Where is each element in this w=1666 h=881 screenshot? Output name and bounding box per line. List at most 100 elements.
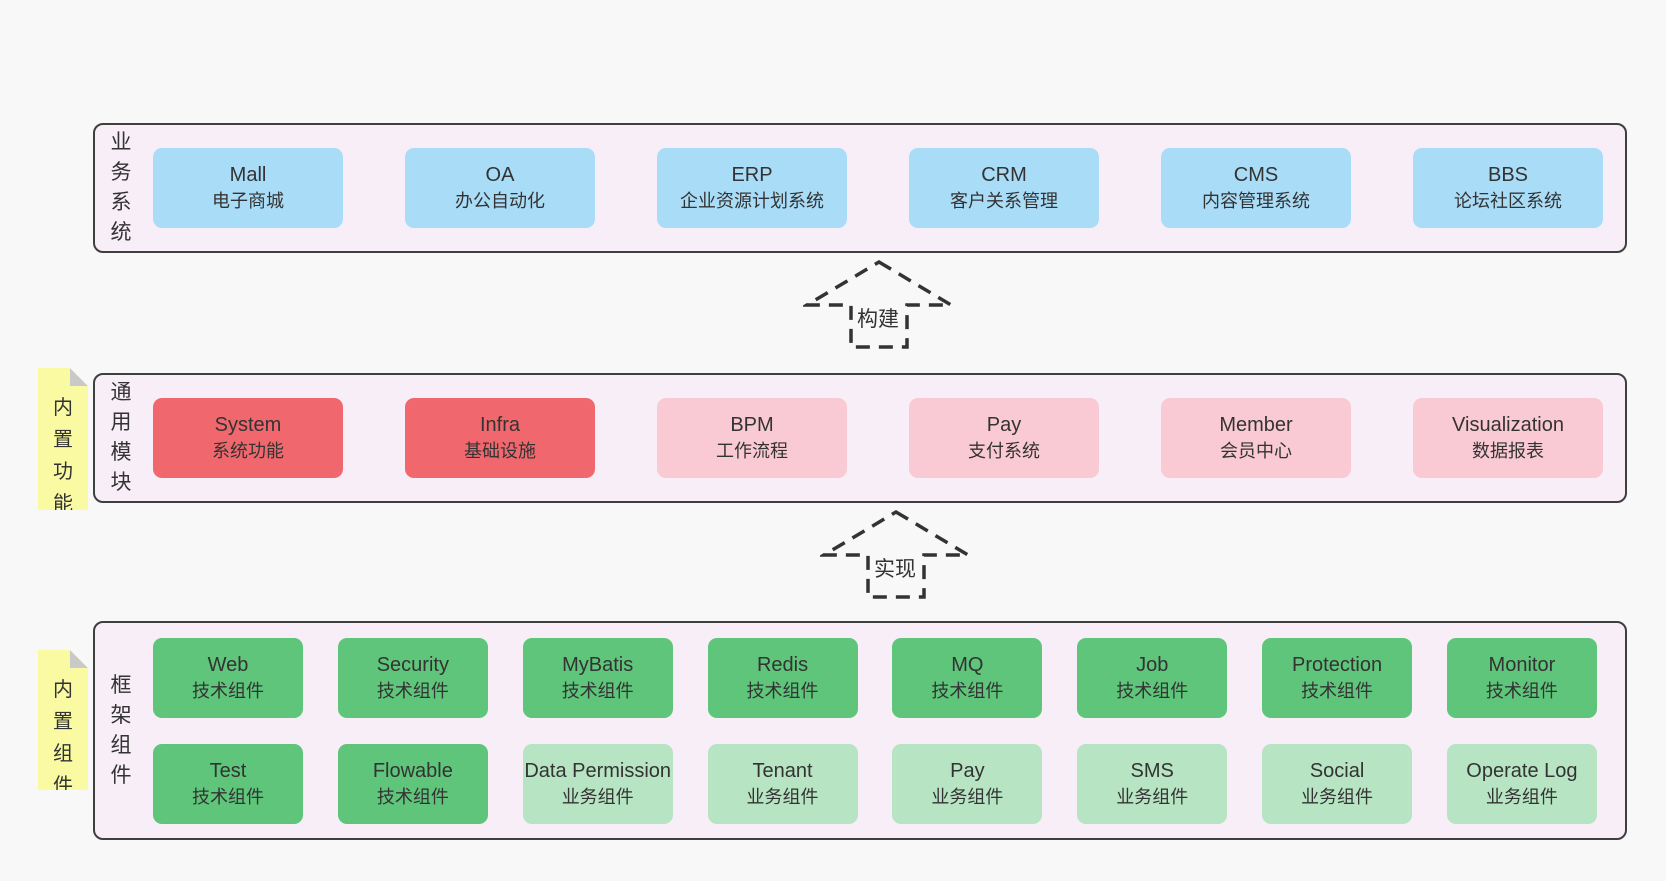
box-subtitle: 技术组件 bbox=[192, 680, 264, 701]
box-subtitle: 数据报表 bbox=[1472, 441, 1544, 461]
arrow-build: 构建 bbox=[803, 258, 953, 350]
sticky-label: 内置功能 bbox=[53, 397, 73, 515]
box-subtitle: 技术组件 bbox=[561, 680, 634, 701]
box-subtitle: 客户关系管理 bbox=[950, 191, 1058, 211]
modules-boxes-row: System 系统功能 Infra 基础设施 BPM 工作流程 Pay 支付系统… bbox=[95, 375, 1625, 501]
box-title: ERP bbox=[731, 164, 773, 186]
sticky-fold-corner-icon bbox=[70, 368, 88, 386]
box-subtitle: 电子商城 bbox=[212, 191, 284, 211]
box-title: OA bbox=[485, 164, 515, 186]
box-redis: Redis 技术组件 bbox=[707, 637, 858, 718]
box-erp: ERP 企业资源计划系统 bbox=[657, 148, 847, 228]
box-subtitle: 办公自动化 bbox=[455, 191, 545, 211]
box-subtitle: 支付系统 bbox=[968, 441, 1040, 461]
arrow-build-label: 构建 bbox=[853, 302, 903, 334]
box-title: BPM bbox=[730, 414, 774, 436]
box-protection: Protection 技术组件 bbox=[1262, 637, 1413, 718]
box-title: Job bbox=[1136, 653, 1169, 676]
box-flowable: Flowable 技术组件 bbox=[337, 743, 488, 824]
box-title: Pay bbox=[950, 759, 985, 782]
box-tenant: Tenant 业务组件 bbox=[707, 743, 858, 824]
band-modules-side-label: 通用模块 bbox=[110, 381, 132, 494]
box-subtitle: 论坛社区系统 bbox=[1454, 191, 1562, 211]
box-subtitle: 技术组件 bbox=[1116, 680, 1189, 701]
band-common-modules: 通用模块 System 系统功能 Infra 基础设施 BPM 工作流程 Pay… bbox=[93, 373, 1627, 503]
box-title: Mall bbox=[229, 164, 267, 186]
box-title: Protection bbox=[1292, 653, 1383, 676]
box-web: Web 技术组件 bbox=[153, 637, 303, 718]
box-test: Test 技术组件 bbox=[153, 743, 303, 824]
box-job: Job 技术组件 bbox=[1077, 637, 1228, 718]
box-title: System bbox=[214, 414, 282, 436]
box-subtitle: 业务组件 bbox=[561, 786, 634, 807]
box-security: Security 技术组件 bbox=[337, 637, 488, 718]
box-title: Web bbox=[207, 653, 249, 676]
box-title: MQ bbox=[951, 653, 984, 676]
box-title: Redis bbox=[756, 653, 809, 676]
box-subtitle: 企业资源计划系统 bbox=[680, 191, 824, 211]
components-row-1: Web 技术组件 Security 技术组件 MyBatis 技术组件 Redi… bbox=[95, 637, 1625, 718]
band-framework-components: 框架组件 Web 技术组件 Security 技术组件 MyBatis 技术组件… bbox=[93, 621, 1627, 840]
box-data-permission: Data Permission 业务组件 bbox=[522, 743, 673, 824]
box-title: Tenant bbox=[752, 759, 813, 782]
box-visualization: Visualization 数据报表 bbox=[1413, 398, 1603, 478]
box-cms: CMS 内容管理系统 bbox=[1161, 148, 1351, 228]
box-subtitle: 基础设施 bbox=[464, 441, 536, 461]
box-title: Member bbox=[1219, 414, 1293, 436]
box-infra: Infra 基础设施 bbox=[405, 398, 595, 478]
box-mybatis: MyBatis 技术组件 bbox=[522, 637, 673, 718]
sticky-built-in-components: 内置组件 bbox=[38, 650, 88, 790]
box-bpm: BPM 工作流程 bbox=[657, 398, 847, 478]
box-title: Social bbox=[1309, 759, 1365, 782]
box-member: Member 会员中心 bbox=[1161, 398, 1351, 478]
box-title: Operate Log bbox=[1466, 759, 1578, 782]
box-title: Security bbox=[376, 653, 449, 676]
box-title: MyBatis bbox=[562, 653, 634, 676]
arrow-implement: 实现 bbox=[820, 508, 970, 600]
box-title: BBS bbox=[1487, 164, 1529, 186]
box-title: SMS bbox=[1130, 759, 1174, 782]
box-subtitle: 业务组件 bbox=[746, 786, 819, 807]
dashed-up-arrow-icon bbox=[820, 509, 970, 599]
sticky-label: 内置组件 bbox=[53, 679, 73, 797]
box-subtitle: 技术组件 bbox=[192, 786, 264, 807]
components-rows: Web 技术组件 Security 技术组件 MyBatis 技术组件 Redi… bbox=[95, 623, 1625, 838]
box-subtitle: 系统功能 bbox=[212, 441, 284, 461]
band-components-side-label: 框架组件 bbox=[110, 673, 132, 787]
box-subtitle: 业务组件 bbox=[1485, 786, 1558, 807]
box-pay-system: Pay 支付系统 bbox=[909, 398, 1099, 478]
band-business-systems: 业务系统 Mall 电子商城 OA 办公自动化 ERP 企业资源计划系统 CRM… bbox=[93, 123, 1627, 253]
box-subtitle: 内容管理系统 bbox=[1202, 191, 1310, 211]
box-subtitle: 业务组件 bbox=[1116, 786, 1189, 807]
box-title: Flowable bbox=[372, 759, 453, 782]
box-mq: MQ 技术组件 bbox=[892, 637, 1043, 718]
box-subtitle: 工作流程 bbox=[716, 441, 788, 461]
box-title: Data Permission bbox=[524, 759, 672, 782]
box-subtitle: 会员中心 bbox=[1220, 441, 1292, 461]
box-subtitle: 业务组件 bbox=[1301, 786, 1374, 807]
components-row-2: Test 技术组件 Flowable 技术组件 Data Permission … bbox=[95, 743, 1625, 824]
sticky-fold-corner-icon bbox=[70, 650, 88, 668]
box-oa: OA 办公自动化 bbox=[405, 148, 595, 228]
box-crm: CRM 客户关系管理 bbox=[909, 148, 1099, 228]
box-subtitle: 技术组件 bbox=[746, 680, 819, 701]
box-title: Infra bbox=[479, 414, 521, 436]
band-business-side-label: 业务系统 bbox=[110, 131, 132, 244]
box-sms: SMS 业务组件 bbox=[1077, 743, 1228, 824]
box-mall: Mall 电子商城 bbox=[153, 148, 343, 228]
box-title: Pay bbox=[986, 414, 1022, 436]
box-bbs: BBS 论坛社区系统 bbox=[1413, 148, 1603, 228]
sticky-built-in-features: 内置功能 bbox=[38, 368, 88, 510]
box-subtitle: 技术组件 bbox=[376, 680, 449, 701]
box-title: CRM bbox=[981, 164, 1027, 186]
box-subtitle: 技术组件 bbox=[1485, 680, 1558, 701]
box-system: System 系统功能 bbox=[153, 398, 343, 478]
box-operate-log: Operate Log 业务组件 bbox=[1446, 743, 1597, 824]
box-title: Monitor bbox=[1488, 653, 1556, 676]
box-pay-component: Pay 业务组件 bbox=[892, 743, 1043, 824]
box-monitor: Monitor 技术组件 bbox=[1446, 637, 1597, 718]
box-subtitle: 技术组件 bbox=[931, 680, 1004, 701]
box-social: Social 业务组件 bbox=[1262, 743, 1413, 824]
box-subtitle: 技术组件 bbox=[1301, 680, 1374, 701]
dashed-up-arrow-icon bbox=[803, 259, 953, 349]
